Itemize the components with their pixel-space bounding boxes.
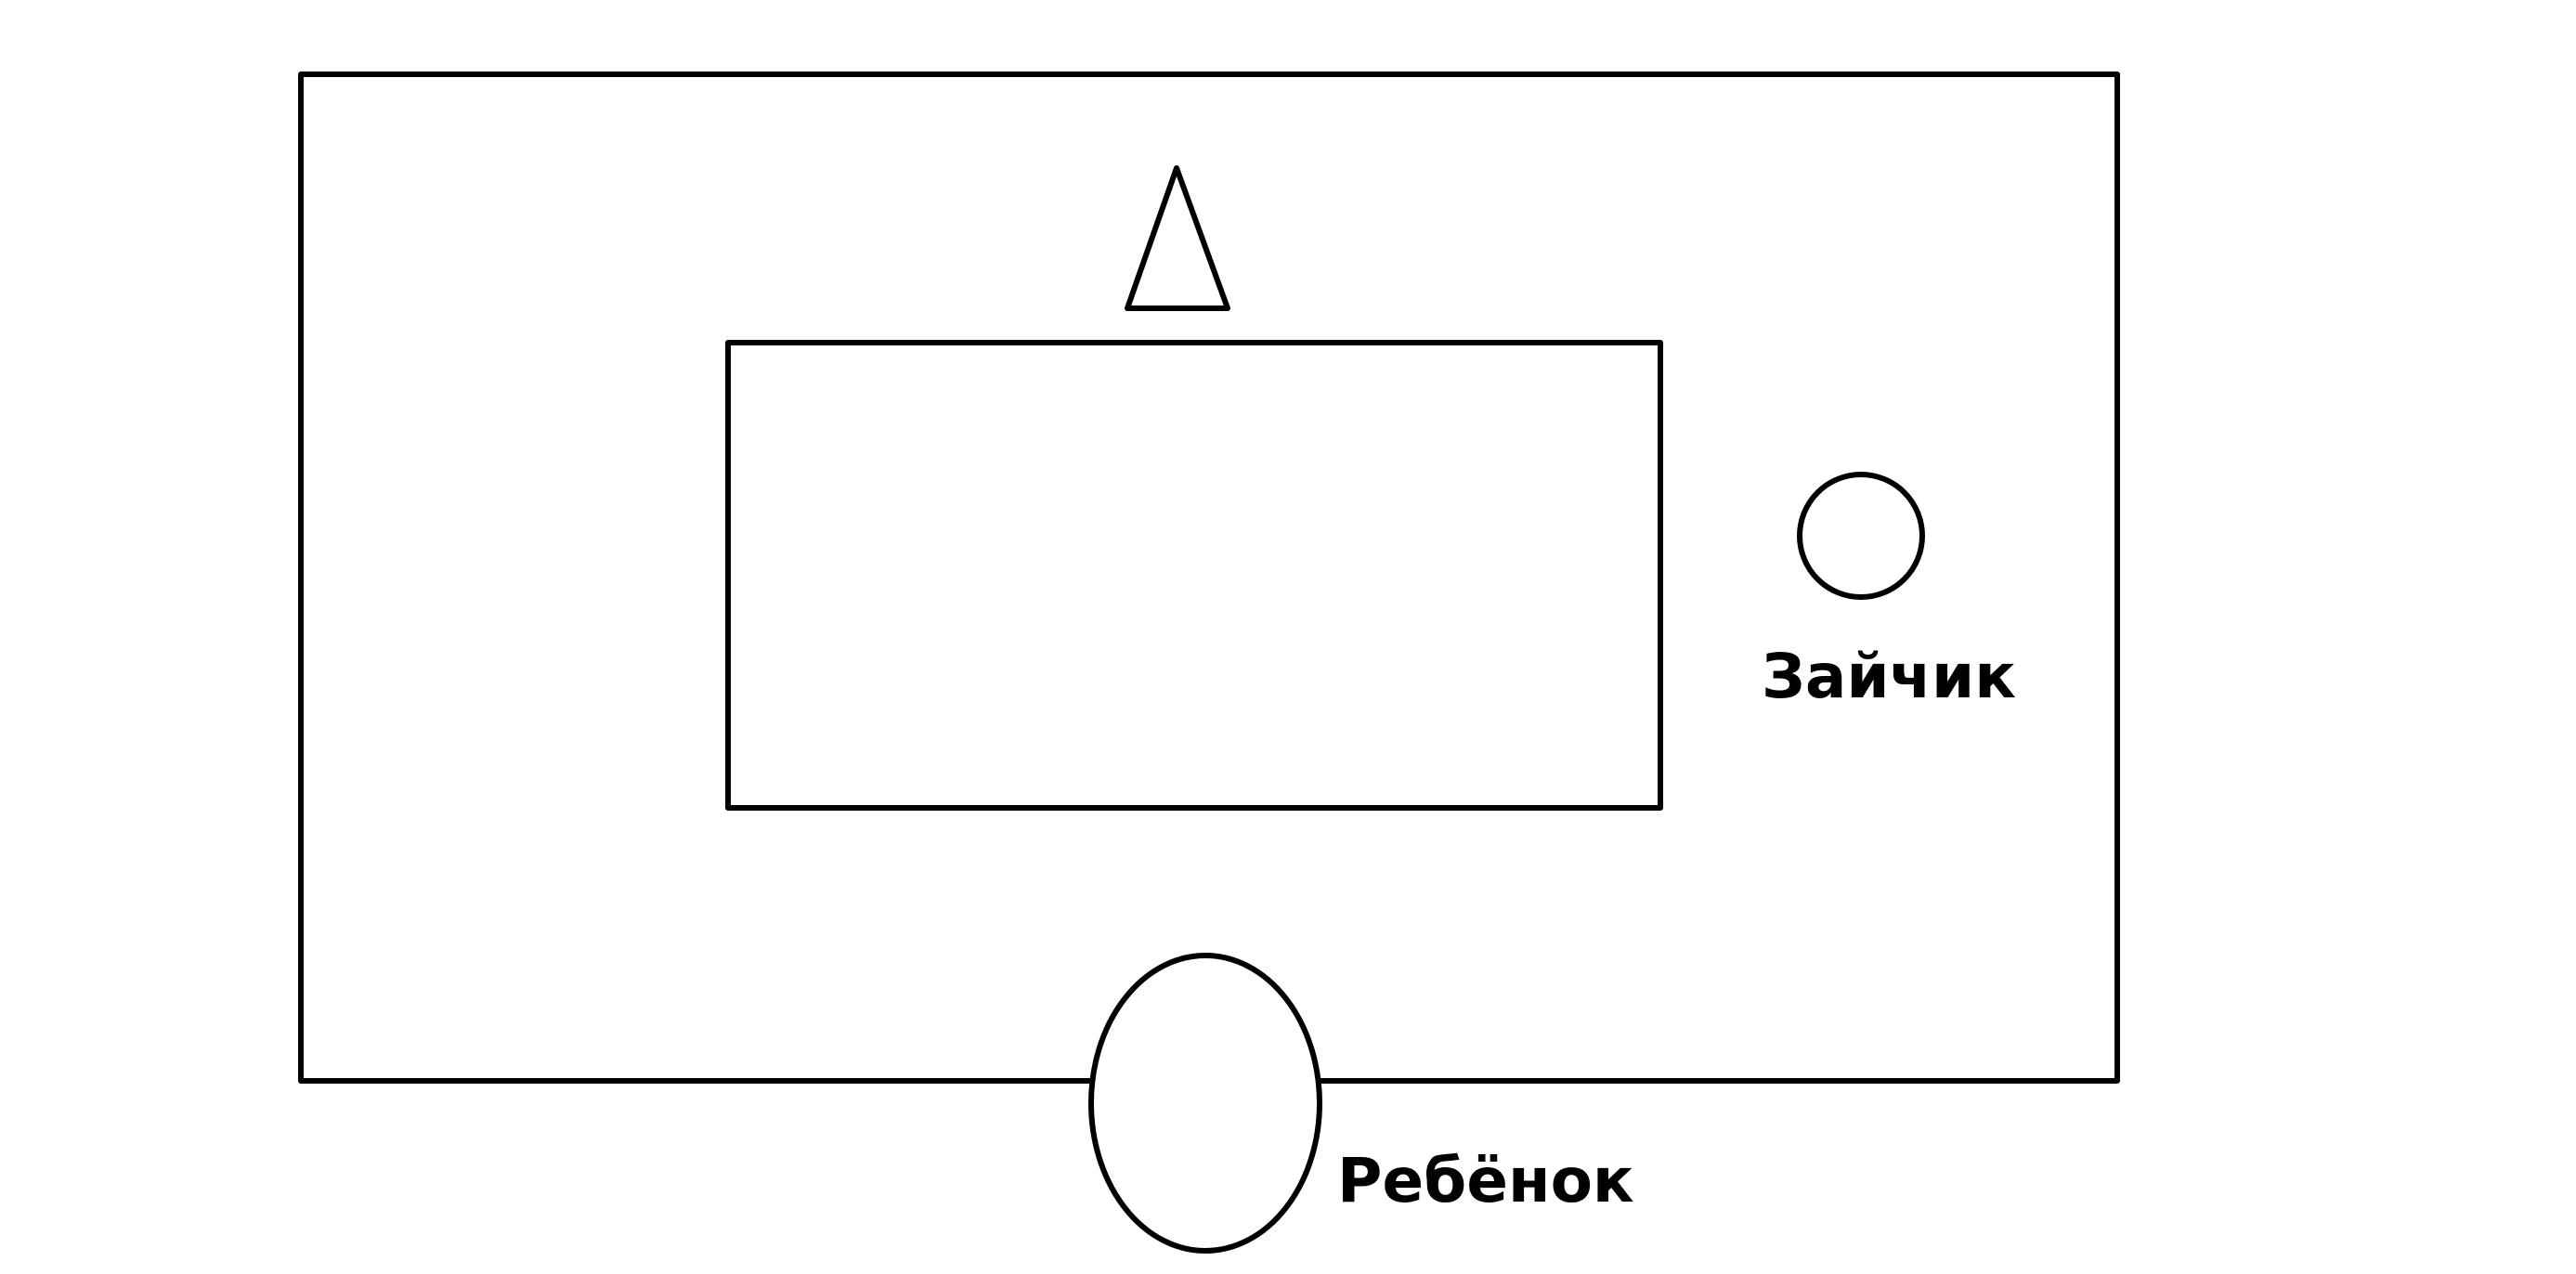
child-ellipse: [1088, 953, 1322, 1254]
child-label: Ребёнок: [1337, 1145, 1634, 1216]
outer-boundary: [298, 72, 2120, 1084]
bunny-label: Зайчик: [1762, 641, 2016, 712]
bunny-circle: [1797, 472, 1925, 600]
triangle-marker: [1125, 165, 1230, 311]
center-rectangle: [725, 340, 1663, 811]
